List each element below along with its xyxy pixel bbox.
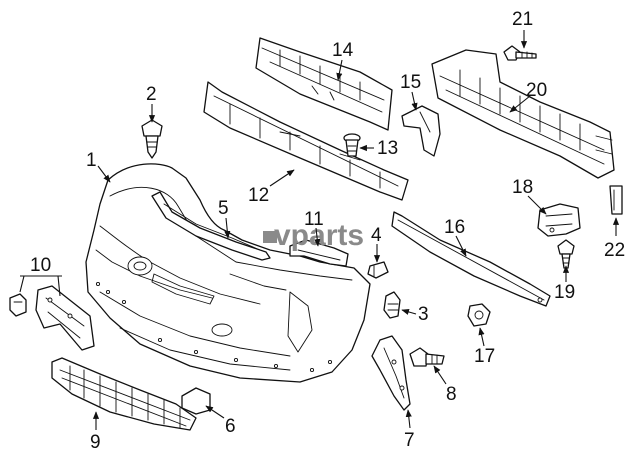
- part-22-insert: [609, 185, 623, 215]
- part-14-energy-absorber-upper: [255, 37, 393, 131]
- part-21-bolt: [503, 45, 537, 61]
- callout-14: 14: [332, 40, 354, 61]
- part-7-side-bracket: [371, 335, 411, 411]
- callout-21: 21: [512, 9, 533, 30]
- part-1-bumper-cover: [85, 163, 371, 383]
- part-10-bracket-set: [9, 285, 95, 351]
- leader-16: [455, 235, 467, 257]
- leader-3: [401, 308, 417, 315]
- part-2-fastener: [141, 119, 163, 159]
- leader-7: [405, 409, 412, 429]
- callout-1: 1: [86, 150, 97, 171]
- part-18-side-bracket: [537, 203, 581, 237]
- leader-18: [527, 195, 547, 215]
- callout-7: 7: [404, 430, 415, 451]
- part-12-impact-absorber: [203, 81, 409, 201]
- part-4-clip: [367, 261, 389, 279]
- callout-15: 15: [400, 72, 421, 93]
- leader-1: [97, 165, 111, 183]
- part-9-grille: [51, 357, 197, 431]
- part-20-bumper-reinforcement: [431, 49, 615, 179]
- callout-13: 13: [377, 138, 398, 159]
- leader-5: [224, 217, 231, 239]
- leader-17: [478, 327, 485, 347]
- part-19-bolt: [557, 239, 575, 269]
- leader-12: [269, 169, 295, 187]
- callout-3: 3: [418, 304, 429, 325]
- part-16-absorber-bar: [391, 211, 551, 307]
- part-13-clip: [343, 133, 361, 157]
- leader-20: [509, 95, 531, 113]
- callout-2: 2: [146, 84, 157, 105]
- callout-4: 4: [371, 225, 382, 246]
- leader-6: [205, 405, 225, 419]
- leader-8: [433, 365, 447, 385]
- part-3-clip: [383, 291, 401, 319]
- leader-lines: [19, 30, 620, 430]
- callout-19: 19: [554, 282, 575, 303]
- callout-8: 8: [446, 384, 457, 405]
- callout-16: 16: [444, 217, 465, 238]
- part-6-tow-cover: [181, 387, 211, 415]
- callout-11: 11: [304, 209, 324, 230]
- part-15-bracket: [401, 105, 441, 157]
- leader-15: [411, 91, 418, 111]
- part-5-retainer: [151, 191, 271, 261]
- callout-17: 17: [474, 346, 495, 367]
- callout-9: 9: [90, 432, 101, 453]
- part-17-nut: [467, 303, 491, 327]
- callout-20: 20: [526, 80, 547, 101]
- callout-labels: 1 2 3 4 5 6 7 8 9 10 11 12 13 14 15 16 1…: [30, 9, 625, 453]
- callout-22: 22: [604, 240, 625, 261]
- callout-12: 12: [248, 185, 269, 206]
- part-8-bolt: [409, 347, 445, 367]
- leader-11: [314, 227, 321, 247]
- callout-6: 6: [225, 416, 236, 437]
- leader-10: [19, 275, 62, 297]
- callout-10: 10: [30, 255, 51, 276]
- callout-5: 5: [218, 198, 229, 219]
- leader-14: [336, 59, 343, 81]
- callout-18: 18: [512, 177, 533, 198]
